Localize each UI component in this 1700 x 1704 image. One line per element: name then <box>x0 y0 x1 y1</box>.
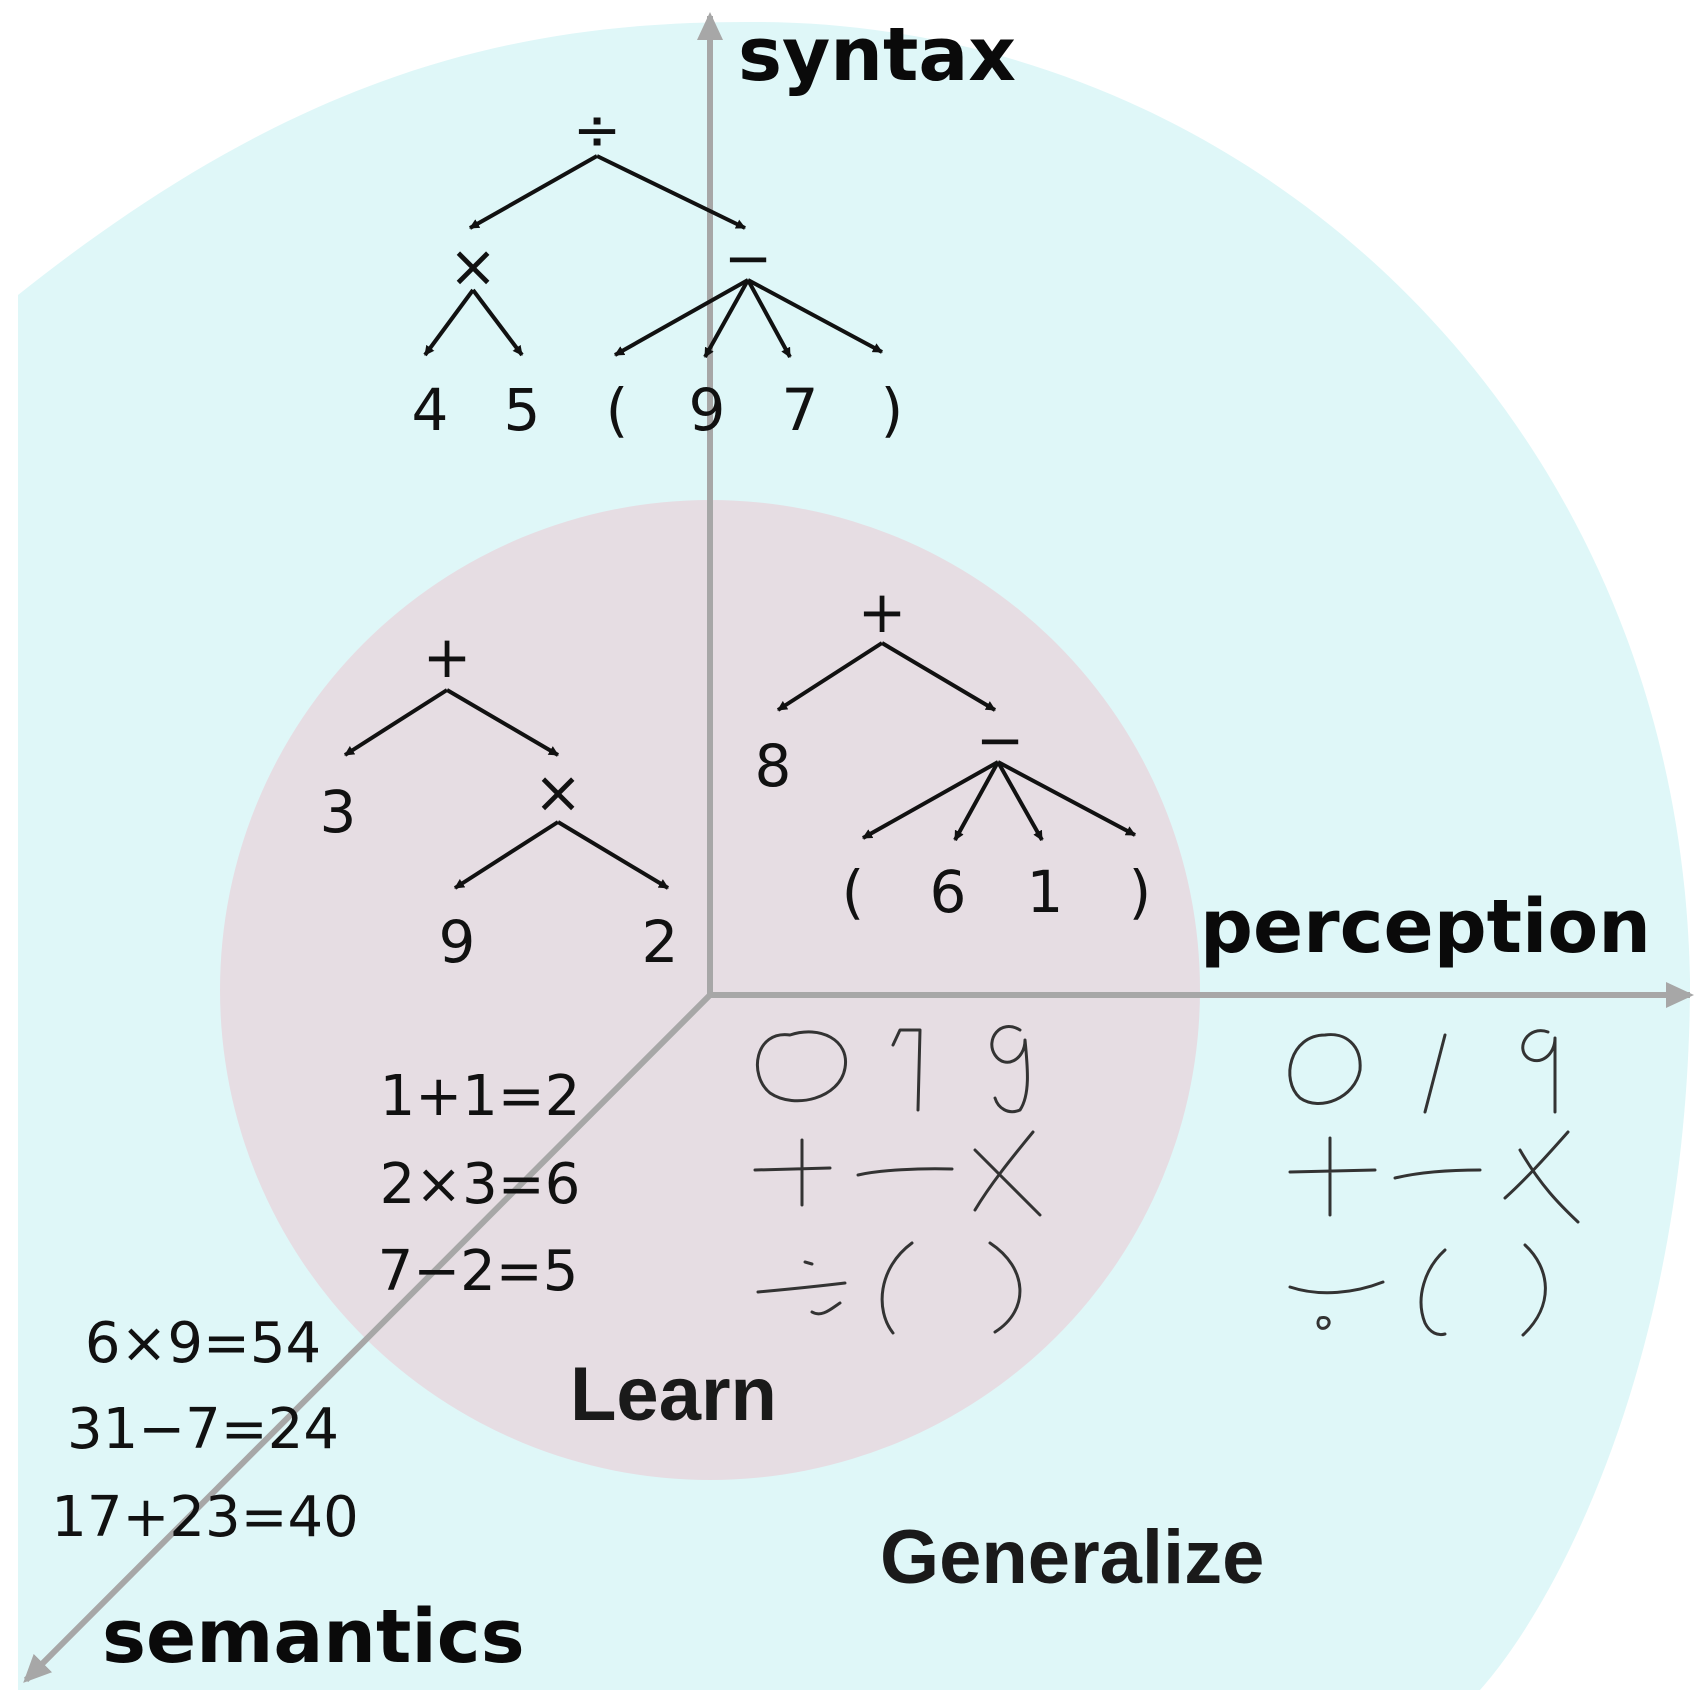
tree-edge <box>596 154 746 230</box>
tree-leaf: ) <box>1129 858 1152 926</box>
tree-edge <box>445 688 560 757</box>
tree-node-op: × <box>449 232 498 300</box>
tree-edge <box>343 688 449 757</box>
tree-edge <box>423 288 475 357</box>
tree-leaf: ( <box>606 376 629 444</box>
tree-edge <box>614 278 749 357</box>
tree-edge <box>746 279 792 358</box>
tree-edge <box>880 641 997 712</box>
tree-leaf: 9 <box>439 908 476 976</box>
tree-edge <box>556 820 670 890</box>
learn-tree-left: + 3 × 9 2 <box>320 623 679 976</box>
tree-edge <box>703 279 750 358</box>
syntax-axis-label: syntax <box>738 12 1016 98</box>
handwritten-zero-icon <box>755 1030 847 1103</box>
tree-leaf: 4 <box>412 376 449 444</box>
handwritten-times-icon <box>1503 1130 1580 1224</box>
tree-leaf: 9 <box>689 376 726 444</box>
handwritten-symbols-learn <box>753 1025 1042 1335</box>
handwritten-divide-icon <box>1288 1280 1385 1330</box>
handwritten-close-paren-icon <box>1521 1243 1547 1337</box>
learn-equations: 1+1=2 2×3=6 7−2=5 <box>378 1064 581 1304</box>
equation: 31−7=24 <box>67 1397 339 1462</box>
perception-axis-label: perception <box>1200 884 1651 970</box>
handwritten-divide-icon <box>756 1260 847 1316</box>
tree-edge <box>862 760 999 840</box>
handwritten-symbols-generalize <box>1288 1029 1580 1337</box>
handwritten-one-icon <box>1423 1033 1447 1114</box>
semantics-axis <box>23 992 713 1683</box>
tree-node-root: ÷ <box>573 96 622 164</box>
handwritten-times-icon <box>973 1130 1042 1217</box>
generalize-region-label: Generalize <box>880 1515 1264 1600</box>
handwritten-nine-icon <box>990 1025 1029 1114</box>
tree-node-root: + <box>858 578 907 646</box>
handwritten-zero-icon <box>1288 1033 1362 1105</box>
tree-leaf: 3 <box>320 778 357 846</box>
tree-leaf: 5 <box>504 376 541 444</box>
tree-leaf: ( <box>842 858 865 926</box>
tree-edge <box>471 288 524 357</box>
tree-edge <box>997 760 1136 837</box>
equation: 1+1=2 <box>380 1064 581 1129</box>
handwritten-close-paren-icon <box>988 1241 1022 1334</box>
handwritten-one-icon <box>891 1028 922 1112</box>
tree-node-root: + <box>423 623 472 691</box>
tree-leaf: 8 <box>755 732 792 800</box>
equation: 7−2=5 <box>378 1239 579 1304</box>
tree-leaf: 6 <box>930 858 967 926</box>
learn-tree-right: + 8 − ( 6 1 ) <box>755 578 1152 926</box>
tree-leaf: 1 <box>1027 858 1064 926</box>
generalize-equations: 6×9=54 31−7=24 17+23=40 <box>51 1311 359 1550</box>
equation: 17+23=40 <box>51 1485 359 1550</box>
equation: 2×3=6 <box>380 1152 581 1217</box>
tree-edge <box>747 278 883 354</box>
handwritten-minus-icon <box>856 1167 954 1177</box>
semantics-axis-label: semantics <box>102 1594 525 1680</box>
tree-leaf: 2 <box>642 908 679 976</box>
tree-edge <box>996 761 1044 841</box>
tree-node-op: × <box>534 758 583 826</box>
tree-leaf: 7 <box>782 376 819 444</box>
tree-edge <box>953 761 1000 841</box>
learn-region-label: Learn <box>570 1352 777 1437</box>
tree-edge <box>776 641 884 712</box>
handwritten-open-paren-icon <box>880 1241 914 1335</box>
tree-edge <box>469 154 598 230</box>
equation: 6×9=54 <box>85 1311 321 1376</box>
tree-edge <box>453 820 560 890</box>
syntax-tree: ÷ × − 4 5 ( 9 7 ) <box>412 96 904 444</box>
handwritten-plus-icon <box>753 1138 832 1207</box>
handwritten-minus-icon <box>1393 1168 1482 1180</box>
handwritten-nine-icon <box>1521 1029 1557 1114</box>
tree-leaf: ) <box>881 376 904 444</box>
handwritten-plus-icon <box>1288 1136 1377 1217</box>
handwritten-open-paren-icon <box>1419 1248 1447 1337</box>
